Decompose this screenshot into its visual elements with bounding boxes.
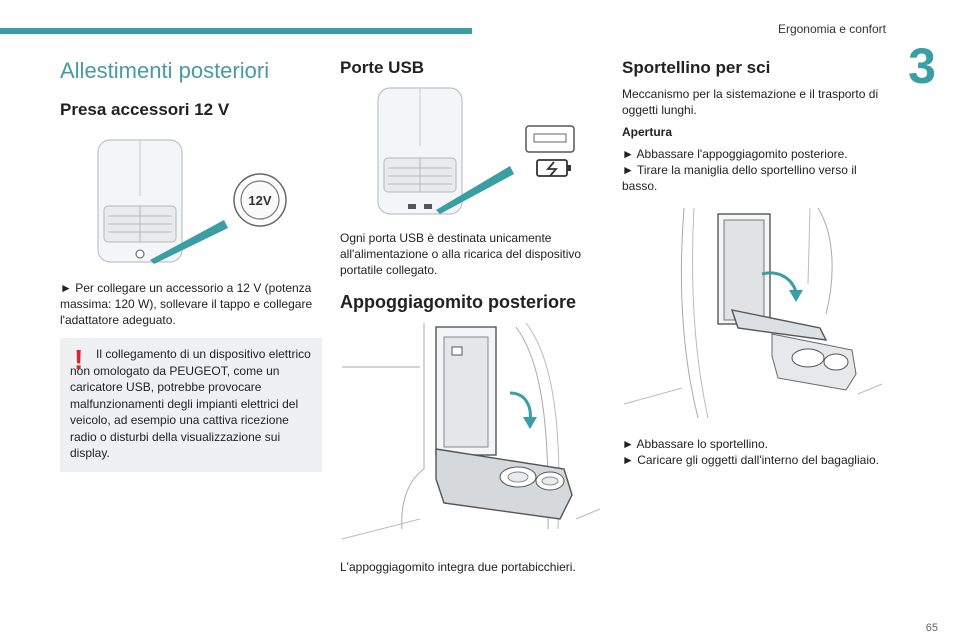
step-lower-hatch: ► Abbassare lo sportellino. xyxy=(622,437,768,451)
socket-label: 12V xyxy=(248,193,271,208)
usb-ports-illustration xyxy=(377,87,575,215)
page-number: 65 xyxy=(925,622,938,634)
header-accent-bar xyxy=(0,28,472,34)
column-ski-hatch: Sportellino per sci Meccanismo per la si… xyxy=(622,52,890,468)
subheading-opening: Apertura xyxy=(622,125,673,139)
chapter-title: Ergonomia e confort xyxy=(777,22,886,36)
heading-12v-socket: Presa accessori 12 V xyxy=(60,100,230,119)
warning-text: Il collegamento di un dispositivo elettr… xyxy=(70,347,311,460)
socket-instruction: ► Per collegare un accessorio a 12 V (po… xyxy=(60,281,313,327)
step-load-objects: ► Caricare gli oggetti dall'interno del … xyxy=(622,453,879,467)
step-pull-handle: ► Tirare la maniglia dello sportellino v… xyxy=(622,163,857,193)
socket-12v-illustration: 12V xyxy=(97,139,287,264)
ski-hatch-illustration xyxy=(623,207,883,419)
warning-exclamation-icon: ! xyxy=(74,344,84,375)
rear-armrest-illustration xyxy=(341,322,601,540)
armrest-description: L'appoggiagomito integra due portabicchi… xyxy=(340,560,576,574)
column-usb-armrest: Porte USB Ogni porta USB è destinata uni… xyxy=(340,52,602,575)
ski-hatch-intro: Meccanismo per la sistemazione e il tras… xyxy=(622,87,879,117)
chapter-number: 3 xyxy=(908,38,936,94)
heading-ski-hatch: Sportellino per sci xyxy=(622,58,771,77)
step-lower-armrest: ► Abbassare l'appoggiagomito posteriore. xyxy=(622,147,848,161)
heading-rear-armrest: Appoggiagomito posteriore xyxy=(340,292,576,312)
warning-panel: ! Il collegamento di un dispositivo elet… xyxy=(60,338,322,472)
column-rear-fittings: Allestimenti posteriori Presa accessori … xyxy=(60,52,322,472)
usb-description: Ogni porta USB è destinata unicamente al… xyxy=(340,231,582,277)
heading-usb-ports: Porte USB xyxy=(340,58,425,77)
section-title: Allestimenti posteriori xyxy=(60,58,270,83)
